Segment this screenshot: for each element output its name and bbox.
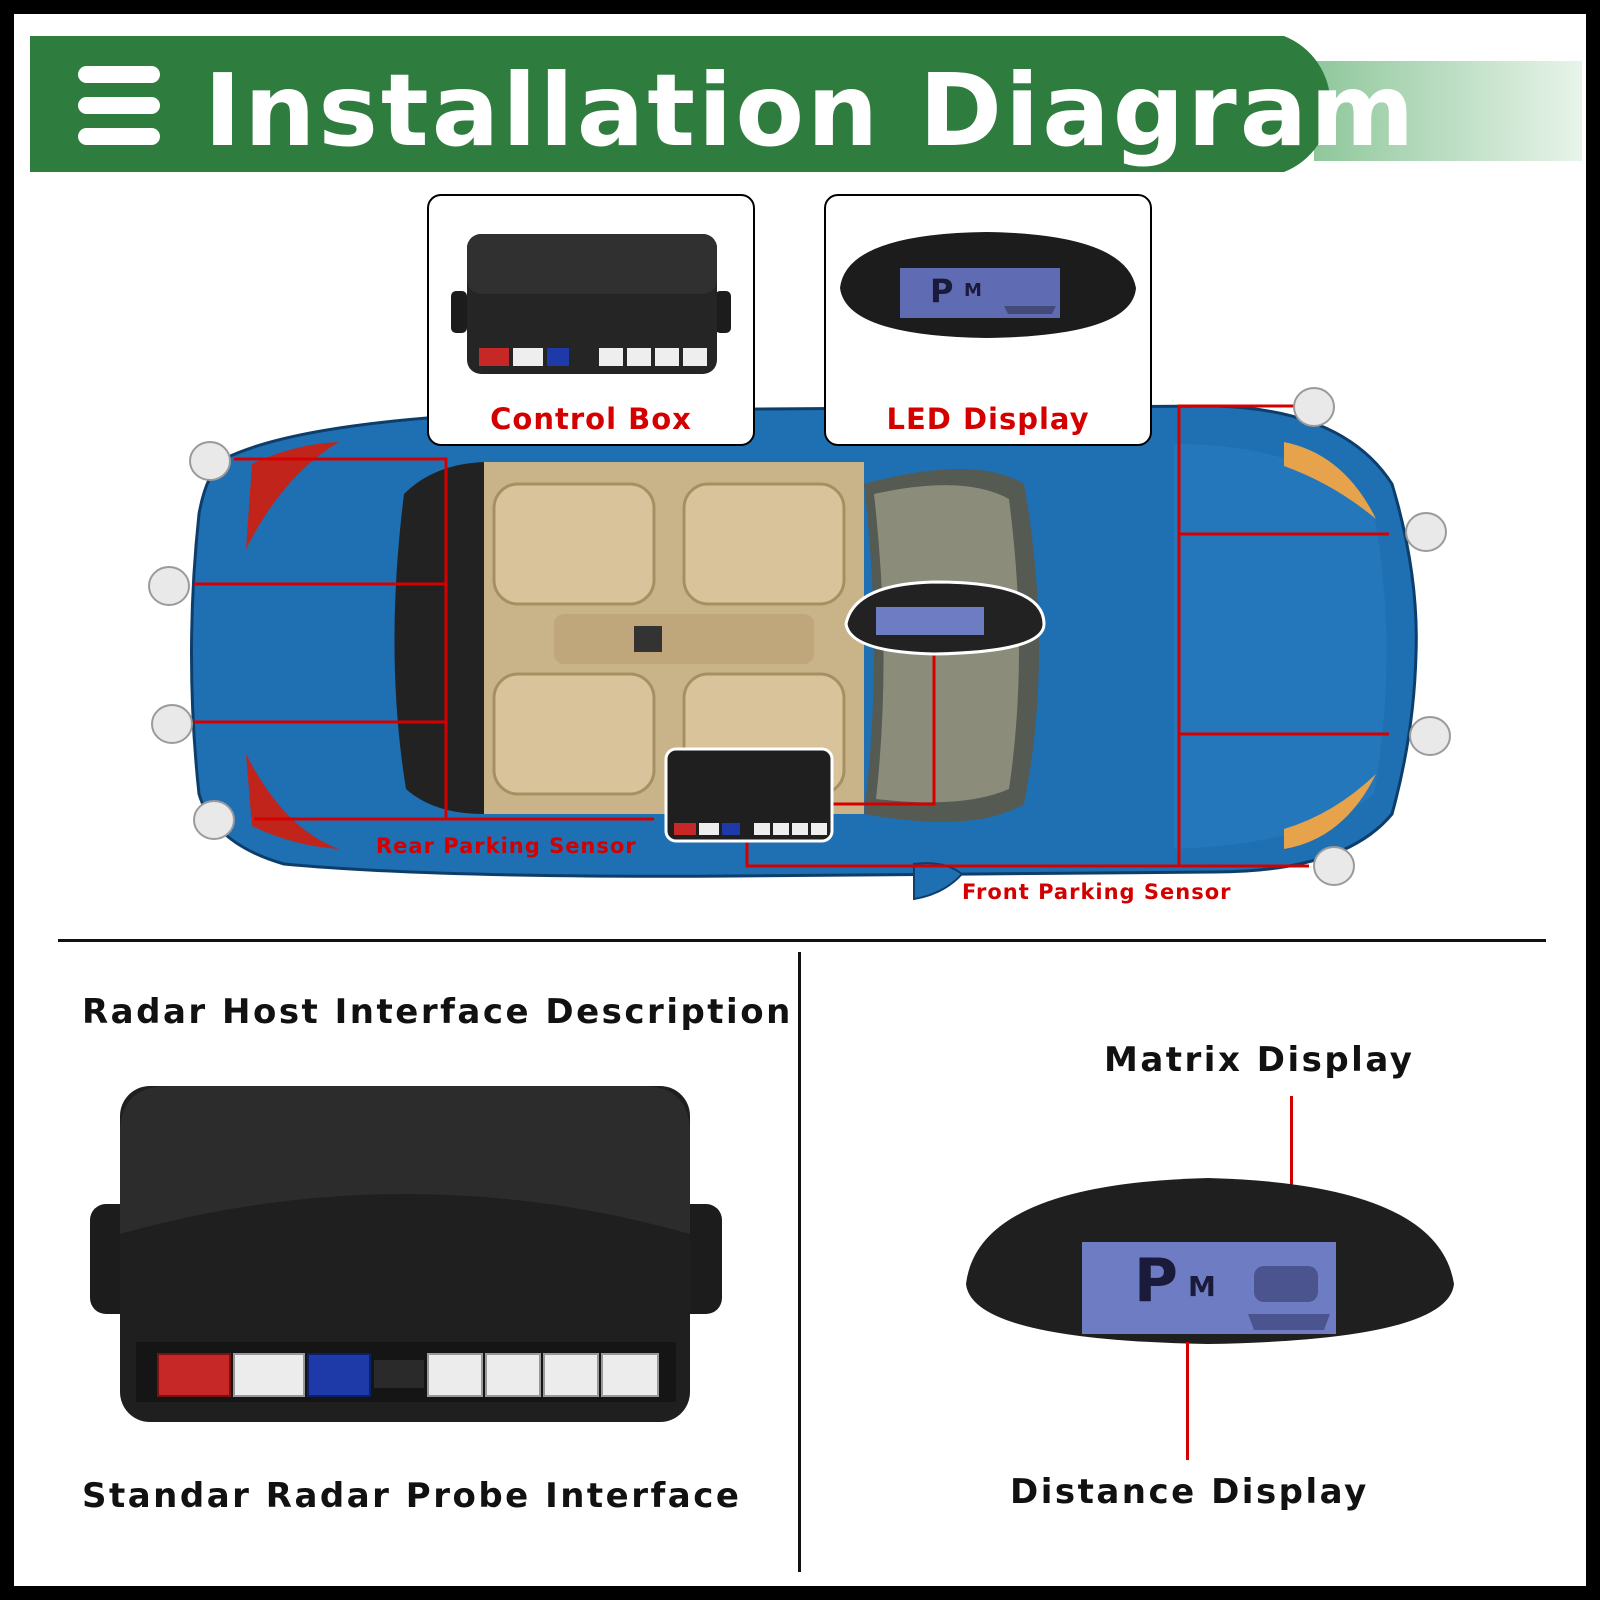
control-box-label: Control Box: [429, 402, 753, 436]
vertical-divider: [798, 952, 801, 1572]
led-display-readout: P: [930, 272, 953, 310]
horizontal-divider: [58, 939, 1546, 942]
front-sensor-label: Front Parking Sensor: [962, 880, 1232, 904]
control-box-callout: Control Box: [427, 194, 755, 446]
distance-display-label: Distance Display: [1010, 1472, 1369, 1512]
led-display-callout: P M LED Display: [824, 194, 1152, 446]
page-frame: Installation Diagram: [14, 14, 1586, 1586]
rear-sensor-label: Rear Parking Sensor: [376, 834, 637, 858]
led-display-image: [826, 196, 1150, 376]
led-display-unit: M: [964, 280, 982, 301]
large-display-readout: P: [1134, 1246, 1178, 1316]
car-illustration: [14, 14, 1586, 914]
radar-host-heading: Radar Host Interface Description: [82, 992, 793, 1032]
matrix-display-label: Matrix Display: [1104, 1040, 1414, 1080]
radar-probe-caption: Standar Radar Probe Interface: [82, 1476, 741, 1516]
large-display-unit: M: [1188, 1270, 1216, 1303]
radar-host-image: [76, 1074, 736, 1444]
led-display-large-image: [958, 1174, 1458, 1354]
led-display-label: LED Display: [826, 402, 1150, 436]
control-box-image: [429, 196, 753, 386]
distance-pointer-line: [1186, 1342, 1189, 1460]
